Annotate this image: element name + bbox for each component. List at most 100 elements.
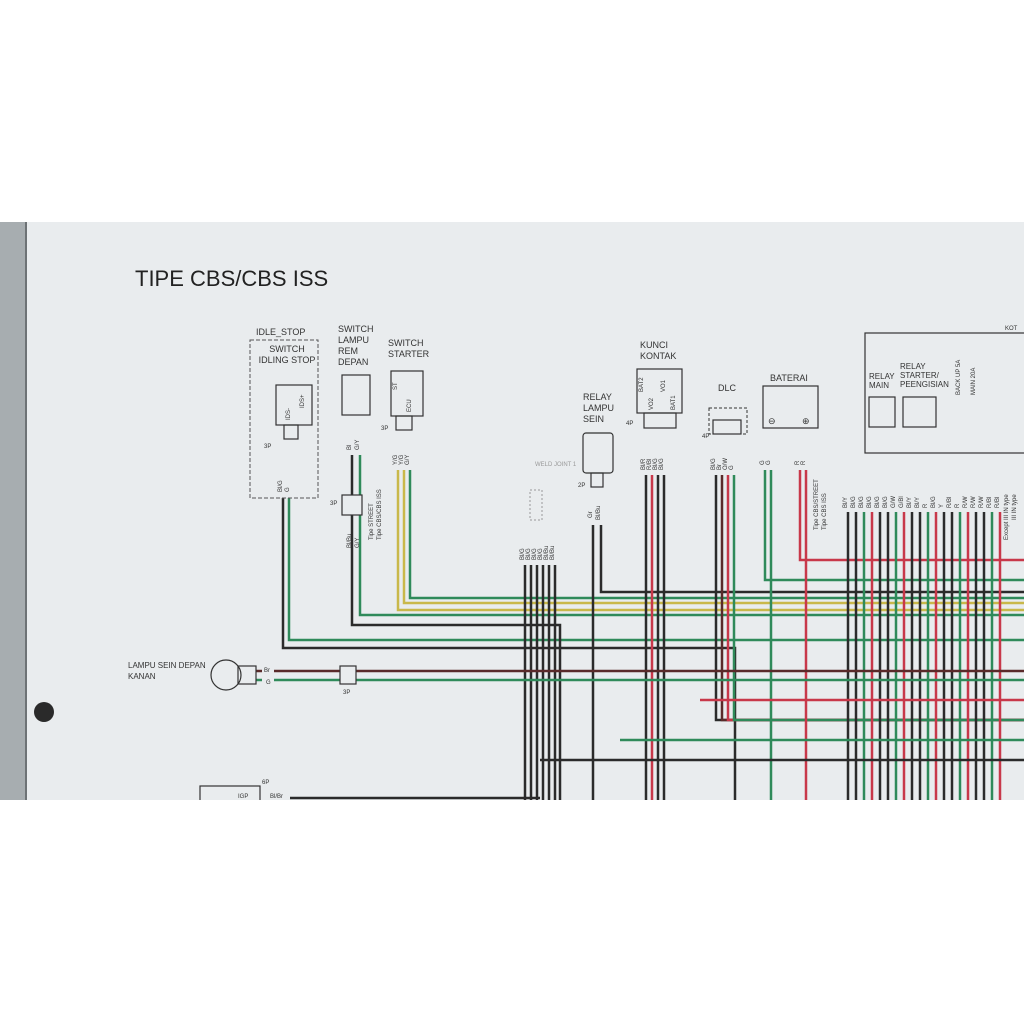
starter-note-label: Tipe CBS/CBS ISS xyxy=(377,489,383,540)
idle-stop-wire-label: G xyxy=(285,487,291,492)
kotak-note-label: III IN type xyxy=(1012,494,1018,520)
svg-text:DLC: DLC xyxy=(718,383,737,393)
weld-wire-label: Bl/G xyxy=(520,548,526,560)
kotak-wire-label: Bl/Y xyxy=(915,497,921,508)
kunci-wire-label: Bl/G xyxy=(653,458,659,470)
dlc-wire-label: O/W xyxy=(723,458,729,470)
wire-bat-neg-1 xyxy=(763,470,1024,582)
kotak-wire-label: R xyxy=(955,503,961,508)
kotak-wire-label: R/W xyxy=(979,496,985,508)
svg-text:IGP: IGP xyxy=(238,794,248,800)
kunci-kontak: KUNCI KONTAK 4P xyxy=(626,340,683,429)
weld-wire-label: Bl/Bu xyxy=(544,546,550,560)
lampu-sein-depan-kanan: LAMPU SEIN DEPAN KANAN 3P Br G xyxy=(128,659,1024,696)
sein-wire-label: Gr xyxy=(588,511,594,518)
kotak-wire-label: Bl/G xyxy=(875,496,881,508)
svg-text:G: G xyxy=(266,680,271,686)
rem-wire-label: Bl xyxy=(347,445,353,450)
mounting-hole-icon xyxy=(34,702,54,722)
rem-wire-label: G/Y xyxy=(355,440,361,450)
relay-lampu-sein: RELAY LAMPU SEIN 2P xyxy=(578,392,614,489)
wire-starter-gy xyxy=(408,470,1024,600)
kotak-wire-label: R xyxy=(923,503,929,508)
svg-text:IDLE_STOP: IDLE_STOP xyxy=(256,327,305,337)
svg-text:3P: 3P xyxy=(343,690,350,696)
dlc-wire-label: Br xyxy=(717,464,723,470)
weld-joint: WELD JOINT 1 xyxy=(529,462,577,521)
wire-rem-bl xyxy=(350,455,562,800)
kotak-wire-label: Bl/G xyxy=(859,496,865,508)
rem-wire2-label: G/Y xyxy=(355,538,361,548)
kotak-wire-label: G/W xyxy=(891,496,897,508)
wire-idle-stop-g xyxy=(287,498,1024,642)
kotak-note-label: Except III IN type xyxy=(1004,494,1010,540)
svg-text:4P: 4P xyxy=(702,434,709,440)
kotak-wire-label: Bl/Y xyxy=(907,497,913,508)
svg-text:⊖: ⊖ xyxy=(768,416,776,426)
bat-wire-label: G xyxy=(766,460,772,465)
board-edge xyxy=(0,222,26,800)
wire-sein-blbu xyxy=(599,525,1024,594)
svg-text:Br: Br xyxy=(264,668,270,674)
kotak-note-label: Tipe CBS ISS xyxy=(822,493,828,530)
kotak-wire-label: R/W xyxy=(963,496,969,508)
wire-bat-pos-1 xyxy=(798,470,1024,562)
sein-wire-label: Bl/Bu xyxy=(596,506,602,520)
weld-wire-label: Bl/G xyxy=(538,548,544,560)
svg-text:BACK UP 5A: BACK UP 5A xyxy=(956,360,962,395)
svg-text:MAIN 20A: MAIN 20A xyxy=(971,368,977,395)
svg-text:Bl/Br: Bl/Br xyxy=(270,794,283,800)
baterai: BATERAI ⊖ ⊕ xyxy=(762,373,819,429)
idle-stop-switch: IDLE_STOP SWITCH IDLING STOP 3P xyxy=(249,327,319,499)
idle-stop-term-label: IDS+ xyxy=(300,394,306,408)
kotak-sekering: KOT RELAY MAIN RELAY STARTER/ PEENGISIAN… xyxy=(864,326,1024,454)
wire-idle-stop-blg xyxy=(281,498,737,800)
kunci-term-label: VO2 xyxy=(649,397,655,410)
starter-wire-label: Y/G xyxy=(393,454,399,465)
kotak-wire-label: Bl/G xyxy=(851,496,857,508)
kunci-term-label: BAT1 xyxy=(671,395,677,410)
svg-text:6P: 6P xyxy=(262,780,269,786)
diagram-title: TIPE CBS/CBS ISS xyxy=(135,266,328,291)
bat-wire-label: R xyxy=(795,460,801,465)
weld-wire-label: Bl/G xyxy=(526,548,532,560)
svg-text:3P: 3P xyxy=(381,426,388,432)
svg-text:3P: 3P xyxy=(264,444,271,450)
weld-wire-label: Bl/G xyxy=(532,548,538,560)
bat-wire-label: G xyxy=(760,460,766,465)
kotak-wire-label: Bl/G xyxy=(867,496,873,508)
kunci-wire-label: R/Bl xyxy=(647,459,653,470)
wire-harness xyxy=(281,455,1024,800)
kotak-wire-label: Bl/Y xyxy=(843,497,849,508)
starter-wire-label: G/Y xyxy=(405,455,411,465)
kunci-term-label: BAT2 xyxy=(639,377,645,392)
svg-text:2P: 2P xyxy=(578,483,585,489)
wire-starter-yg-1 xyxy=(396,470,1024,612)
starter-wire-label: Y/G xyxy=(399,454,405,465)
bat-wire-label: R xyxy=(801,460,807,465)
kotak-wire-label: R/Bl xyxy=(987,497,993,508)
rem-wire2-label: Bl/Bu xyxy=(347,534,353,548)
dlc-wire-label: G xyxy=(729,465,735,470)
kotak-note-label: Tipe CBS/STREET xyxy=(814,479,820,530)
kotak-wire-label: Bl/G xyxy=(931,496,937,508)
kotak-wire-label: R/W xyxy=(971,496,977,508)
svg-text:3P: 3P xyxy=(330,501,337,507)
kotak-wire-label: Bl/G xyxy=(883,496,889,508)
starter-term-label: ST xyxy=(393,382,399,390)
kotak-wire-label: Y xyxy=(939,504,945,508)
kunci-wire-label: Bl/R xyxy=(641,458,647,470)
wire-starter-yg-2 xyxy=(402,470,1024,605)
weld-wire-label: Bl/Bu xyxy=(550,546,556,560)
svg-text:KOT: KOT xyxy=(1005,326,1018,332)
svg-text:⊕: ⊕ xyxy=(802,416,810,426)
kunci-wire-label: Bl/G xyxy=(659,458,665,470)
dlc-connector: DLC 4P xyxy=(702,383,748,440)
switch-lampu-rem-depan: SWITCH LAMPU REM DEPAN 3P xyxy=(330,324,374,516)
diagram-board xyxy=(0,222,1024,800)
svg-text:4P: 4P xyxy=(626,421,633,427)
idle-stop-term-label: IDS- xyxy=(286,408,292,420)
kotak-wire-label: R/Bl xyxy=(995,497,1001,508)
